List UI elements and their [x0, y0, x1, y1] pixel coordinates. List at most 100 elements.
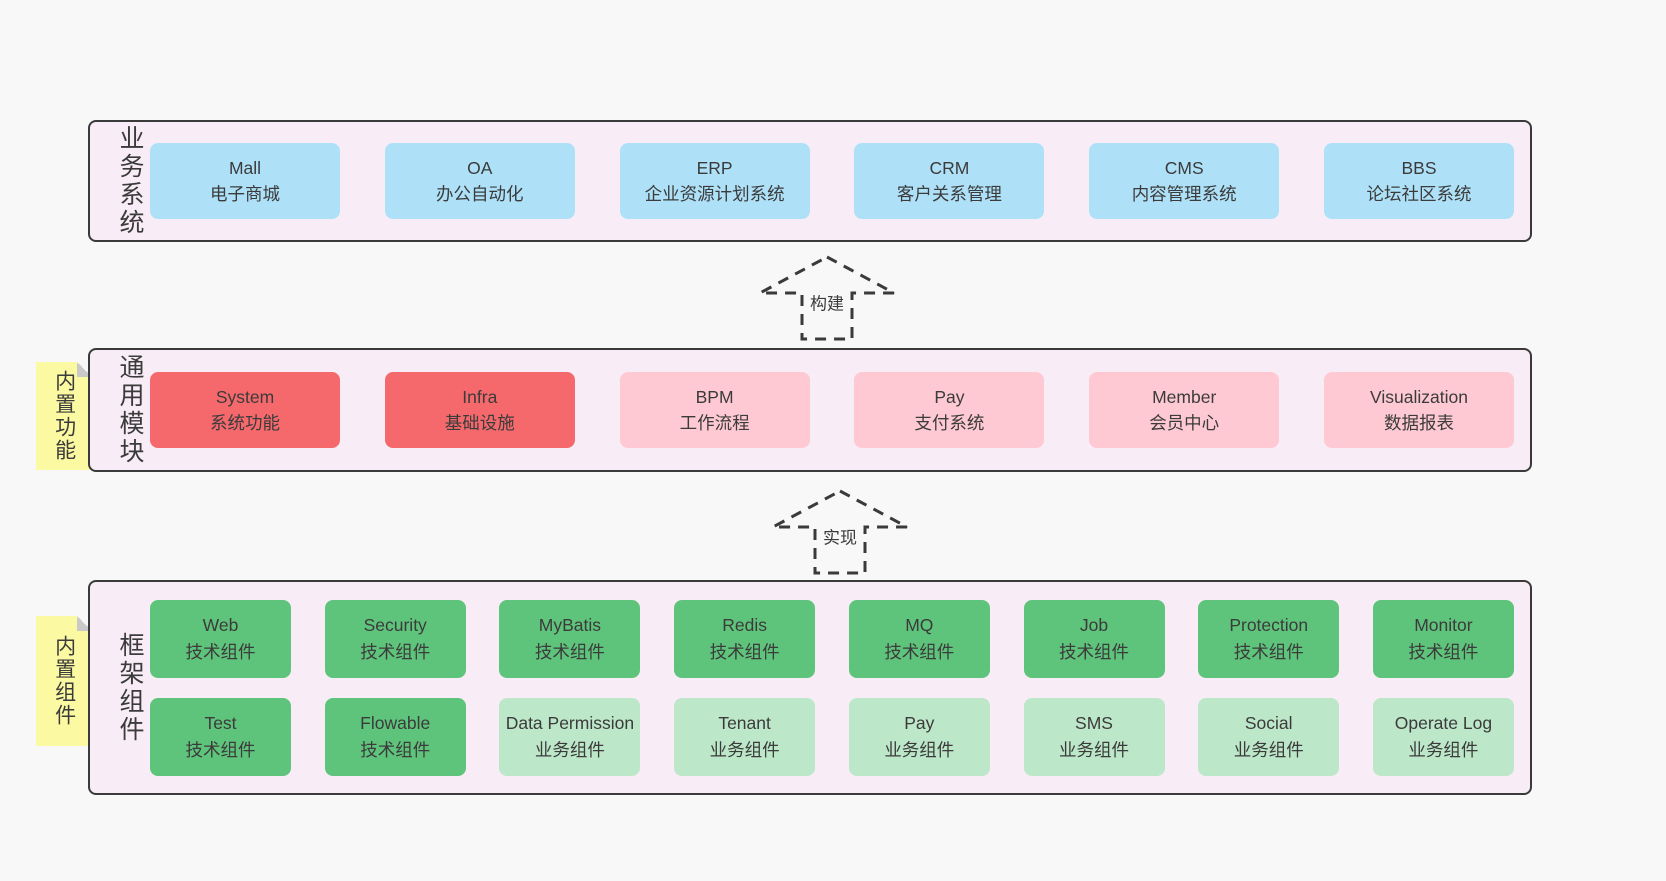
box-subtitle: 业务组件 [1233, 739, 1304, 760]
box-title: Pay [934, 386, 965, 407]
box-job: Job 技术组件 [1023, 599, 1165, 678]
box-title: Protection [1229, 615, 1309, 636]
box-title: CRM [929, 157, 970, 178]
box-subtitle: 技术组件 [1059, 641, 1130, 662]
box-subtitle: 电子商城 [210, 184, 280, 204]
box-subtitle: 工作流程 [679, 413, 750, 433]
sticky-note-builtin-components: 内置组件 [36, 616, 92, 746]
box-title: Mall [228, 157, 262, 178]
box-subtitle: 内容管理系统 [1131, 184, 1237, 204]
arrow-implement-label: 实现 [819, 522, 861, 550]
box-subtitle: 技术组件 [360, 641, 431, 662]
box-subtitle: 业务组件 [534, 739, 605, 760]
band-common-modules: 通用模块 System 系统功能 Infra 基础设施 BPM 工作流程 Pay 支付系统 Me… [88, 348, 1532, 472]
box-title: ERP [696, 157, 733, 178]
box-title: Infra [462, 386, 498, 407]
box-member: Member 会员中心 [1089, 372, 1280, 448]
box-infra: Infra 基础设施 [384, 372, 575, 448]
box-subtitle: 办公自动化 [436, 184, 524, 204]
box-web: Web 技术组件 [150, 599, 291, 678]
sticky-note-label: 内置功能 [52, 370, 76, 462]
box-title: Job [1079, 615, 1109, 636]
arrow-implement: 实现 [770, 488, 910, 576]
box-subtitle: 业务组件 [1408, 739, 1479, 760]
box-subtitle: 业务组件 [884, 739, 955, 760]
box-subtitle: 客户关系管理 [896, 184, 1002, 204]
box-data-permission: Data Permission 业务组件 [499, 697, 641, 776]
box-subtitle: 企业资源计划系统 [644, 184, 785, 204]
block-arrow-up-icon [772, 489, 908, 575]
box-title: Visualization [1370, 386, 1468, 407]
box-subtitle: 技术组件 [534, 641, 605, 662]
sticky-note-builtin-features: 内置功能 [36, 362, 92, 470]
box-title: Pay [904, 713, 935, 734]
box-title: Data Permission [505, 713, 635, 734]
box-erp: ERP 企业资源计划系统 [619, 143, 810, 219]
box-crm: CRM 客户关系管理 [854, 143, 1045, 219]
box-title: Web [202, 615, 239, 636]
box-title: Redis [722, 615, 767, 636]
box-redis: Redis 技术组件 [674, 599, 816, 678]
box-title: BBS [1401, 157, 1437, 178]
box-mq: MQ 技术组件 [848, 599, 990, 678]
box-title: System [215, 386, 275, 407]
box-protection: Protection 技术组件 [1198, 599, 1340, 678]
arrow-build-label: 构建 [806, 288, 848, 316]
box-subtitle: 支付系统 [914, 413, 985, 433]
band-label-business-systems: 业务系统 [116, 125, 144, 237]
box-title: MyBatis [538, 615, 602, 636]
box-title: Member [1152, 386, 1217, 407]
band-label-framework-components: 框架组件 [116, 631, 144, 744]
box-subtitle: 技术组件 [709, 641, 780, 662]
box-subtitle: 基础设施 [444, 413, 515, 433]
modules-boxes-row: System 系统功能 Infra 基础设施 BPM 工作流程 Pay 支付系统 Member 会… [146, 372, 1530, 448]
box-title: Security [363, 615, 427, 636]
box-subtitle: 技术组件 [360, 739, 431, 760]
box-bbs: BBS 论坛社区系统 [1323, 143, 1514, 219]
box-pay: Pay 支付系统 [854, 372, 1045, 448]
box-title: OA [467, 157, 493, 178]
box-title: Social [1244, 713, 1293, 734]
box-pay: Pay 业务组件 [848, 697, 990, 776]
block-arrow-up-icon [759, 255, 895, 341]
box-subtitle: 业务组件 [709, 739, 780, 760]
arrow-build: 构建 [757, 254, 897, 342]
box-flowable: Flowable 技术组件 [324, 697, 466, 776]
band-label-common-modules: 通用模块 [116, 354, 144, 466]
box-tenant: Tenant 业务组件 [674, 697, 816, 776]
box-sms: SMS 业务组件 [1023, 697, 1165, 776]
box-mybatis: MyBatis 技术组件 [499, 599, 641, 678]
box-mall: Mall 电子商城 [150, 143, 340, 219]
box-title: Test [204, 713, 237, 734]
band-business-systems: 业务系统 Mall 电子商城 OA 办公自动化 ERP 企业资源计划系统 CRM 客户关系管理… [88, 120, 1532, 242]
box-subtitle: 业务组件 [1059, 739, 1130, 760]
box-subtitle: 技术组件 [1408, 641, 1479, 662]
box-oa: OA 办公自动化 [384, 143, 575, 219]
box-title: Flowable [360, 713, 431, 734]
box-system: System 系统功能 [150, 372, 340, 448]
box-title: Tenant [718, 713, 771, 734]
box-title: SMS [1075, 713, 1113, 734]
box-subtitle: 技术组件 [884, 641, 955, 662]
sticky-note-label: 内置组件 [52, 635, 76, 727]
box-subtitle: 技术组件 [1233, 641, 1304, 662]
box-security: Security 技术组件 [324, 599, 466, 678]
box-subtitle: 论坛社区系统 [1366, 184, 1472, 204]
box-bpm: BPM 工作流程 [619, 372, 810, 448]
box-title: MQ [905, 615, 934, 636]
box-operate-log: Operate Log 业务组件 [1372, 697, 1514, 776]
box-visualization: Visualization 数据报表 [1323, 372, 1514, 448]
box-subtitle: 技术组件 [185, 641, 256, 662]
box-subtitle: 数据报表 [1383, 413, 1454, 433]
box-title: BPM [695, 386, 734, 407]
box-title: Operate Log [1394, 713, 1493, 734]
box-subtitle: 系统功能 [210, 413, 280, 433]
box-subtitle: 会员中心 [1149, 413, 1220, 433]
